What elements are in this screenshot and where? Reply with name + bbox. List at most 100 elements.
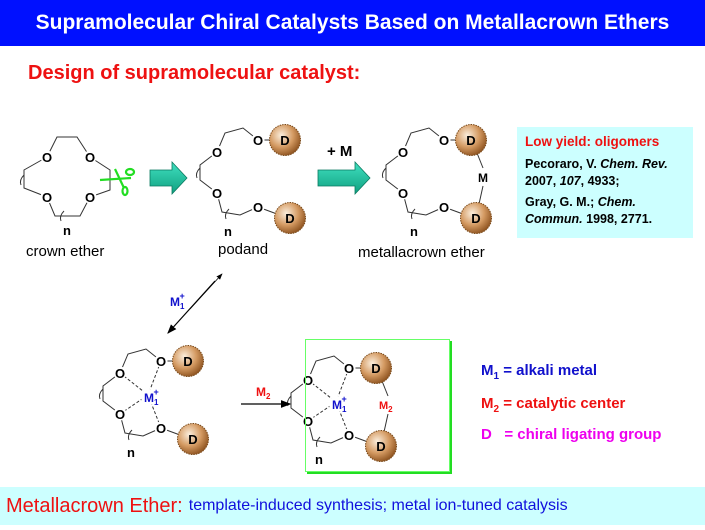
- chiral-group-label: D: [285, 211, 294, 226]
- reference-2: Gray, G. M.; Chem. Commun. 1998, 2771.: [525, 195, 653, 226]
- chiral-group-label: D: [188, 432, 197, 447]
- bond: [216, 192, 259, 216]
- atom-bg: [437, 200, 451, 214]
- atom-bg: [40, 150, 54, 164]
- target-catalyst-frame: [305, 339, 450, 472]
- atom-bg: [113, 366, 127, 380]
- oxygen-atom: O: [85, 150, 95, 165]
- legend-m2: M2 = catalytic center: [481, 395, 626, 415]
- legend-d: D = chiral ligating group: [481, 426, 662, 443]
- chiral-group-ball: [460, 202, 492, 234]
- atom-bg: [83, 150, 97, 164]
- metal-label: M: [478, 171, 488, 185]
- bond: [383, 413, 389, 433]
- crown-ether-label: crown ether: [26, 243, 105, 260]
- repeat-bracket: [59, 210, 65, 222]
- oxygen-atom: O: [115, 407, 125, 422]
- summary-description: template-induced synthesis; metal ion-tu…: [188, 497, 568, 514]
- summary-term: Metallacrown Ether:: [6, 494, 183, 517]
- podand-label: podand: [218, 241, 269, 258]
- bond: [476, 152, 484, 169]
- bond: [381, 380, 389, 397]
- bond: [23, 156, 48, 198]
- repeat-unit-n: n: [63, 223, 71, 238]
- chiral-group-label: D: [280, 133, 289, 148]
- oxygen-atom: O: [439, 133, 449, 148]
- repeat-unit-n: n: [410, 224, 418, 239]
- atom-bg: [251, 133, 265, 147]
- atom-bg: [154, 354, 168, 368]
- oxygen-atom: O: [344, 361, 354, 376]
- atom-bg: [141, 389, 157, 405]
- repeat-bracket: [381, 167, 387, 179]
- atom-bg: [83, 190, 97, 204]
- bond: [46, 136, 91, 158]
- repeat-bracket: [224, 208, 230, 220]
- oxygen-atom: O: [212, 186, 222, 201]
- chiral-group-ball: [177, 423, 209, 455]
- chiral-group-ball: [360, 352, 392, 384]
- atom-bg: [329, 396, 345, 412]
- reaction-arrow: [149, 160, 188, 196]
- chiral-group-label: D: [371, 361, 380, 376]
- bond: [119, 348, 162, 374]
- oxygen-atom: O: [212, 145, 222, 160]
- m1-plus-label: M1+: [170, 291, 185, 311]
- legend-m1: M1 = alkali metal: [481, 362, 598, 382]
- m1-cation-label: M1+: [144, 387, 159, 407]
- slide-title: Supramolecular Chiral Catalysts Based on…: [0, 0, 705, 46]
- oxygen-atom: O: [42, 190, 52, 205]
- oxygen-atom: O: [303, 414, 313, 429]
- metallacrown-ether-label: metallacrown ether: [358, 244, 485, 261]
- atom-bg: [113, 407, 127, 421]
- oxygen-atom: O: [156, 421, 166, 436]
- reference-1: Pecoraro, V. Chem. Rev. 2007, 107, 4933;: [525, 157, 668, 188]
- chiral-group-label: D: [471, 211, 480, 226]
- oxygen-atom: O: [115, 366, 125, 381]
- bond: [102, 372, 121, 415]
- bond: [385, 151, 404, 194]
- repeat-bracket: [195, 167, 201, 179]
- info-box: Low yield: oligomers Pecoraro, V. Chem. …: [517, 127, 693, 238]
- bond: [402, 127, 445, 153]
- m2-metal-label: M2: [379, 400, 393, 414]
- bond: [216, 127, 259, 153]
- m1-cation-label: M1+: [332, 394, 347, 414]
- bond: [119, 413, 162, 437]
- repeat-unit-n: n: [224, 224, 232, 239]
- oxygen-atom: O: [42, 150, 52, 165]
- repeat-bracket: [410, 208, 416, 220]
- equilibrium-arrow-reverse: [189, 273, 223, 310]
- chiral-group-ball: [274, 202, 306, 234]
- atom-bg: [396, 145, 410, 159]
- chiral-group-ball: [455, 124, 487, 156]
- repeat-bracket: [315, 436, 321, 448]
- bond: [402, 192, 445, 216]
- atom-bg: [342, 428, 356, 442]
- atom-bg: [210, 145, 224, 159]
- repeat-bracket: [98, 388, 104, 400]
- bond: [307, 355, 350, 381]
- oxygen-atom: O: [398, 145, 408, 160]
- oxygen-atom: O: [253, 200, 263, 215]
- oxygen-atom: O: [439, 200, 449, 215]
- chiral-group-label: D: [376, 439, 385, 454]
- atom-bg: [40, 190, 54, 204]
- atom-bg: [210, 186, 224, 200]
- scissors-icon: [99, 167, 136, 197]
- chiral-group-label: D: [466, 133, 475, 148]
- chiral-group-ball: [172, 345, 204, 377]
- atom-bg: [437, 133, 451, 147]
- atom-bg: [301, 414, 315, 428]
- bond: [46, 196, 91, 217]
- repeat-bracket: [127, 429, 133, 441]
- summary-band: Metallacrown Ether: template-induced syn…: [0, 487, 705, 525]
- info-headline: Low yield: oligomers: [525, 134, 660, 149]
- repeat-unit-n: n: [127, 445, 135, 460]
- m2-label: M2: [256, 385, 271, 401]
- repeat-unit-n: n: [315, 452, 323, 467]
